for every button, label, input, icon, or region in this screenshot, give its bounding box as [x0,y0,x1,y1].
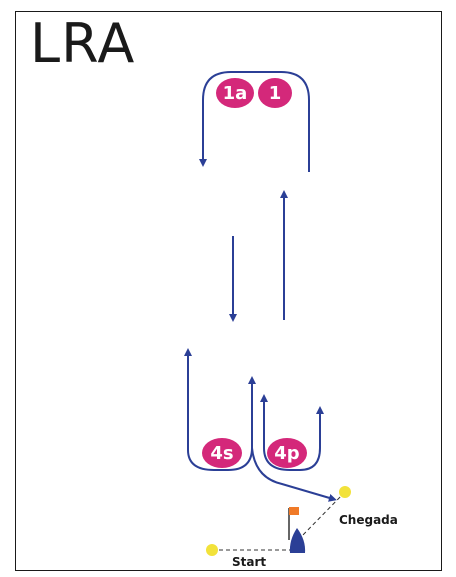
boat-hull [289,528,306,553]
mark-1-label: 1 [269,83,282,104]
mark-1: 1 [258,78,292,108]
start-buoy [206,544,218,556]
mark-4p-label: 4p [274,443,300,464]
committee-boat [288,507,306,553]
mark-1a-label: 1a [223,83,248,104]
gate-4s-loop-line [184,348,256,471]
diagram-title: LRA [30,12,136,75]
start-label: Start [232,555,266,569]
finish-line [299,491,346,539]
finish-label: Chegada [339,513,398,527]
mark-4s: 4s [202,438,242,468]
finish-leg-line [251,447,337,502]
mark-4s-label: 4s [210,443,233,464]
gate-4p-loop-line [260,394,324,471]
mark-1a: 1a [216,78,254,108]
mark-4p: 4p [267,438,307,468]
orange-flag [289,507,299,515]
top-loop-line [199,71,310,172]
finish-buoy [339,486,351,498]
